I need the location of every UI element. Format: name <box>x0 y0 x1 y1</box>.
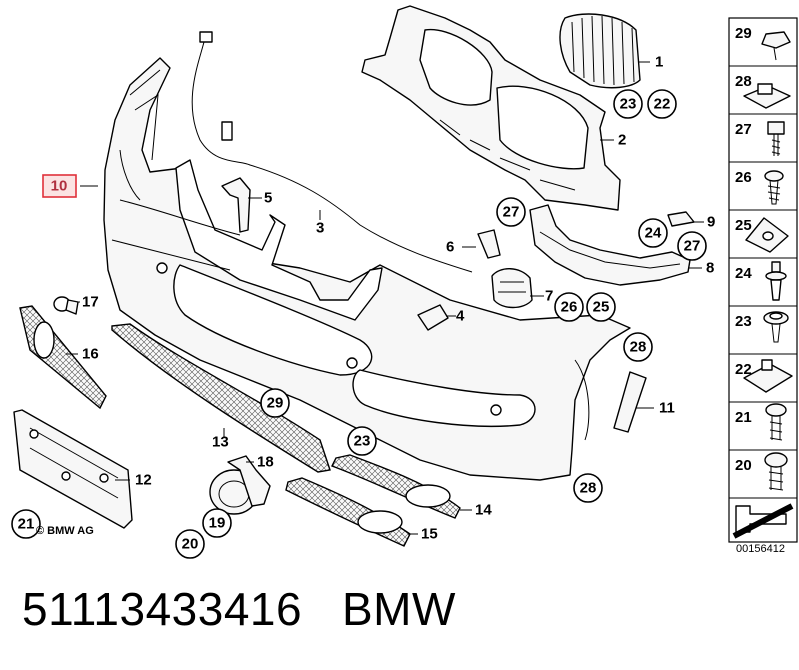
direction-arrow-icon <box>732 503 794 539</box>
screw-icon <box>761 31 791 61</box>
badge-28-bottom: 28 <box>573 473 603 503</box>
label-6: 6 <box>446 239 454 256</box>
sidebar-number-9: 21 <box>735 409 752 426</box>
svg-text:22: 22 <box>654 96 671 113</box>
badge-19: 19 <box>202 508 232 538</box>
badge-23-grille: 23 <box>613 89 643 119</box>
washer-screw-icon <box>763 311 789 343</box>
svg-text:27: 27 <box>684 238 701 255</box>
part-number: 51113433416 <box>22 583 303 635</box>
badge-20: 20 <box>175 529 205 559</box>
fog-light <box>209 455 271 515</box>
badge-28-top: 28 <box>623 332 653 362</box>
label-14: 14 <box>475 502 492 519</box>
copyright-text: © BMW AG <box>36 525 94 537</box>
svg-text:19: 19 <box>209 515 226 532</box>
label-17: 17 <box>82 294 99 311</box>
side-grille <box>19 305 107 410</box>
svg-text:29: 29 <box>267 395 284 412</box>
lower-grille <box>111 323 331 473</box>
label-15: 15 <box>421 526 438 543</box>
svg-text:24: 24 <box>645 225 662 242</box>
clip <box>53 296 79 315</box>
badge-27-carrier-left: 27 <box>496 197 526 227</box>
brand-name: BMW <box>341 583 456 635</box>
parts-diagram: 1 23 22 2 3 5 10 <box>11 5 798 559</box>
svg-text:28: 28 <box>580 480 597 497</box>
plastic-rivet-icon <box>765 403 787 441</box>
badge-21: 21 <box>11 509 41 539</box>
licence-plate-base <box>13 409 133 529</box>
label-13: 13 <box>212 434 229 451</box>
svg-text:23: 23 <box>354 433 371 450</box>
label-16: 16 <box>82 346 99 363</box>
badge-22-grille: 22 <box>647 89 677 119</box>
bolt-icon <box>767 121 785 156</box>
spring-nut-icon <box>745 217 789 253</box>
label-11: 11 <box>659 400 675 417</box>
svg-text:23: 23 <box>620 96 637 113</box>
grille-carrier <box>361 5 621 211</box>
hex-screw-icon <box>764 452 788 491</box>
svg-text:27: 27 <box>503 204 520 221</box>
wiring-harness <box>191 31 473 273</box>
badge-25: 25 <box>586 292 616 322</box>
badge-27-carrier-right: 27 <box>677 231 707 261</box>
label-9: 9 <box>707 214 715 231</box>
label-12: 12 <box>135 472 152 489</box>
bumper-carrier <box>529 204 691 286</box>
sidebar-number-3: 27 <box>735 121 752 138</box>
clip-nut-icon <box>743 83 791 109</box>
sidebar-number-1: 29 <box>735 25 752 42</box>
svg-text:21: 21 <box>18 516 35 533</box>
sidebar-number-2: 28 <box>735 73 752 90</box>
badge-29-grille: 29 <box>260 388 290 418</box>
sidebar-number-5: 25 <box>735 217 752 234</box>
side-reflector <box>613 371 647 433</box>
cover-cap <box>417 304 449 331</box>
part-number-caption: 51113433416 BMW <box>22 582 456 636</box>
label-8: 8 <box>706 260 714 277</box>
diagram-code: 00156412 <box>736 543 785 555</box>
svg-text:25: 25 <box>593 299 610 316</box>
label-1: 1 <box>655 54 663 71</box>
kidney-grille <box>559 13 641 89</box>
svg-text:20: 20 <box>182 536 199 553</box>
bracket <box>221 177 251 233</box>
self-tapping-screw-icon <box>764 170 784 205</box>
label-2: 2 <box>618 132 626 149</box>
label-3: 3 <box>316 220 324 237</box>
bumper-trim-panel <box>103 57 631 481</box>
fastener-sidebar: 29 28 27 26 25 24 23 22 21 20 <box>728 17 798 555</box>
svg-text:26: 26 <box>561 299 578 316</box>
badge-23-lower: 23 <box>347 426 377 456</box>
badge-26: 26 <box>554 292 584 322</box>
label-4: 4 <box>456 308 465 325</box>
sheet-metal-nut-icon <box>743 359 793 393</box>
label-5: 5 <box>264 190 272 207</box>
sidebar-number-8: 22 <box>735 361 752 378</box>
sidebar-number-6: 24 <box>735 265 752 282</box>
sidebar-number-10: 20 <box>735 457 752 474</box>
expanding-rivet-icon <box>765 261 787 301</box>
label-7: 7 <box>545 288 553 305</box>
sidebar-number-7: 23 <box>735 313 752 330</box>
label-18: 18 <box>257 454 274 471</box>
sidebar-number-4: 26 <box>735 169 752 186</box>
highlighted-part-box <box>42 174 77 198</box>
label-10-highlighted: 10 <box>51 178 68 195</box>
fog-grille-lower <box>285 477 411 547</box>
washer-jet <box>491 268 533 309</box>
svg-text:28: 28 <box>630 339 647 356</box>
washer-nozzle <box>477 229 501 259</box>
small-bracket <box>667 211 695 227</box>
badge-24: 24 <box>638 218 668 248</box>
fog-grille-upper <box>331 454 461 519</box>
